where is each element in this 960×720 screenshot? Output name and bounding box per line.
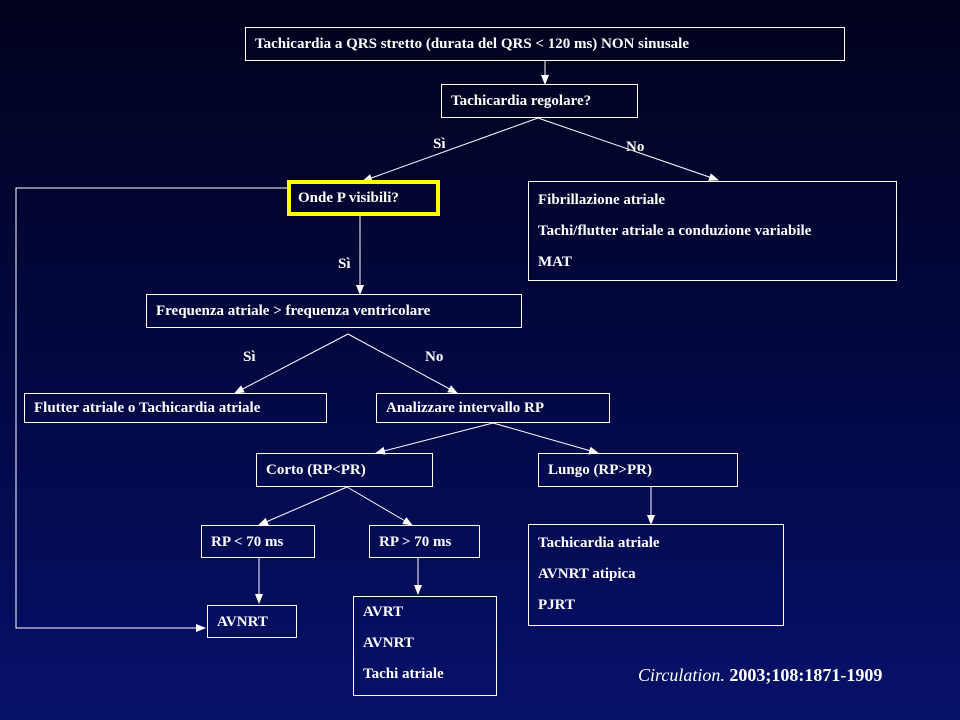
short-rp-node: Corto (RP<PR) bbox=[256, 453, 433, 487]
afib-node: Fibrillazione atriale Tachi/flutter atri… bbox=[528, 181, 897, 281]
edge-label-freq-no: No bbox=[425, 349, 444, 365]
analyze-rp-node: Analizzare intervallo RP bbox=[376, 393, 610, 423]
edge-label-p-yes: Sì bbox=[338, 256, 351, 272]
avnrt-node: AVNRT bbox=[207, 605, 297, 638]
long-result-line-3: PJRT bbox=[538, 597, 575, 613]
long-rp-result-node: Tachicardia atriale AVNRT atipica PJRT bbox=[528, 524, 784, 626]
short-rp-text: Corto (RP<PR) bbox=[266, 462, 366, 478]
start-node: Tachicardia a QRS stretto (durata del QR… bbox=[245, 27, 845, 61]
analyze-rp-text: Analizzare intervallo RP bbox=[386, 400, 545, 416]
regular-question-node: Tachicardia regolare? bbox=[441, 84, 638, 118]
citation-reference: 2003;108:1871-1909 bbox=[724, 665, 883, 685]
avnrt-text: AVNRT bbox=[217, 613, 268, 630]
start-node-text: Tachicardia a QRS stretto (durata del QR… bbox=[255, 36, 689, 52]
afib-line-3: MAT bbox=[538, 254, 572, 270]
p-waves-question-text: Onde P visibili? bbox=[298, 190, 399, 206]
citation: Circulation. 2003;108:1871-1909 bbox=[638, 665, 882, 686]
regular-question-text: Tachicardia regolare? bbox=[451, 93, 592, 109]
arrow-short-to-gt70 bbox=[346, 486, 413, 526]
gt70-result-node: AVRT AVNRT Tachi atriale bbox=[353, 596, 497, 696]
long-rp-node: Lungo (RP>PR) bbox=[538, 453, 738, 487]
gt70-result-line-2: AVNRT bbox=[363, 635, 414, 651]
rp-lt70-node: RP < 70 ms bbox=[201, 525, 315, 558]
arrow-p-waves-loop-to-avnrt bbox=[15, 187, 287, 632]
flutter-text: Flutter atriale o Tachicardia atriale bbox=[34, 400, 261, 416]
gt70-result-line-3: Tachi atriale bbox=[363, 666, 444, 682]
edge-label-regular-no: No bbox=[626, 139, 645, 155]
arrow-short-to-lt70 bbox=[258, 486, 348, 526]
edge-label-regular-yes: Sì bbox=[433, 136, 446, 152]
arrow-regular-to-p-waves bbox=[362, 117, 539, 182]
afib-line-2: Tachi/flutter atriale a conduzione varia… bbox=[538, 223, 812, 239]
arrow-analyze-to-short bbox=[375, 422, 494, 455]
arrow-analyze-to-long bbox=[492, 422, 599, 455]
arrow-regular-to-afib bbox=[537, 117, 719, 181]
long-rp-text: Lungo (RP>PR) bbox=[548, 462, 652, 478]
rp-gt70-text: RP > 70 ms bbox=[379, 533, 452, 550]
edge-label-freq-yes: Sì bbox=[243, 349, 256, 365]
long-result-line-1: Tachicardia atriale bbox=[538, 535, 660, 551]
atrial-freq-text: Frequenza atriale > frequenza ventricola… bbox=[156, 303, 431, 319]
rp-lt70-text: RP < 70 ms bbox=[211, 533, 284, 550]
afib-line-1: Fibrillazione atriale bbox=[538, 192, 666, 208]
gt70-result-line-1: AVRT bbox=[363, 604, 404, 620]
arrow-freq-to-analyze bbox=[347, 333, 458, 394]
rp-gt70-node: RP > 70 ms bbox=[369, 525, 480, 558]
flutter-node: Flutter atriale o Tachicardia atriale bbox=[24, 393, 327, 423]
arrow-freq-to-flutter bbox=[234, 333, 349, 394]
long-result-line-2: AVNRT atipica bbox=[538, 566, 636, 582]
atrial-freq-node: Frequenza atriale > frequenza ventricola… bbox=[146, 294, 522, 328]
citation-journal: Circulation. bbox=[638, 665, 725, 685]
p-waves-question-node: Onde P visibili? bbox=[287, 180, 440, 216]
